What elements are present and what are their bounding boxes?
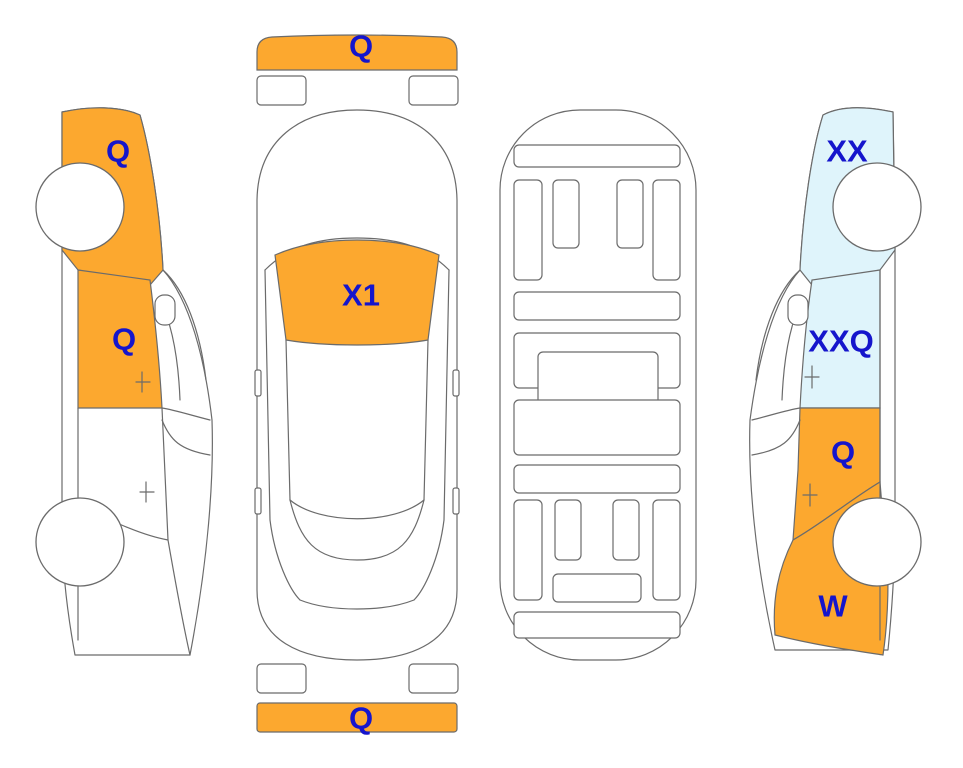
rear-bumper-view — [256, 663, 459, 733]
left-front-wheel — [35, 162, 125, 252]
rear-right-taillight — [408, 663, 459, 694]
windshield-panel[interactable] — [274, 239, 440, 346]
windshield-label: X1 — [342, 278, 380, 313]
left-front-door-label: Q — [112, 322, 136, 357]
rear-left-taillight — [256, 663, 307, 694]
front-bumper-panel[interactable] — [256, 34, 458, 71]
damage-labels: Q Q Q X1 XX XXQ Q W Q — [106, 29, 874, 736]
right-rear-quarter-label: W — [818, 589, 848, 624]
right-rear-door-label: Q — [831, 435, 855, 470]
right-side-view — [749, 107, 922, 656]
left-front-fender-label: Q — [106, 134, 130, 169]
front-bumper-label: Q — [349, 29, 373, 64]
right-front-wheel — [832, 162, 922, 252]
left-side-view — [35, 107, 213, 656]
right-rear-wheel — [832, 497, 922, 587]
right-front-door-label: XXQ — [808, 324, 873, 359]
top-view — [254, 109, 460, 661]
front-left-headlight — [256, 75, 307, 106]
rear-bumper-panel[interactable] — [256, 702, 458, 733]
underbody-view — [499, 109, 697, 661]
front-bumper-view — [256, 34, 459, 106]
front-right-headlight — [408, 75, 459, 106]
rear-bumper-label: Q — [349, 701, 373, 736]
left-rear-wheel — [35, 497, 125, 587]
right-front-fender-label: XX — [826, 134, 868, 169]
